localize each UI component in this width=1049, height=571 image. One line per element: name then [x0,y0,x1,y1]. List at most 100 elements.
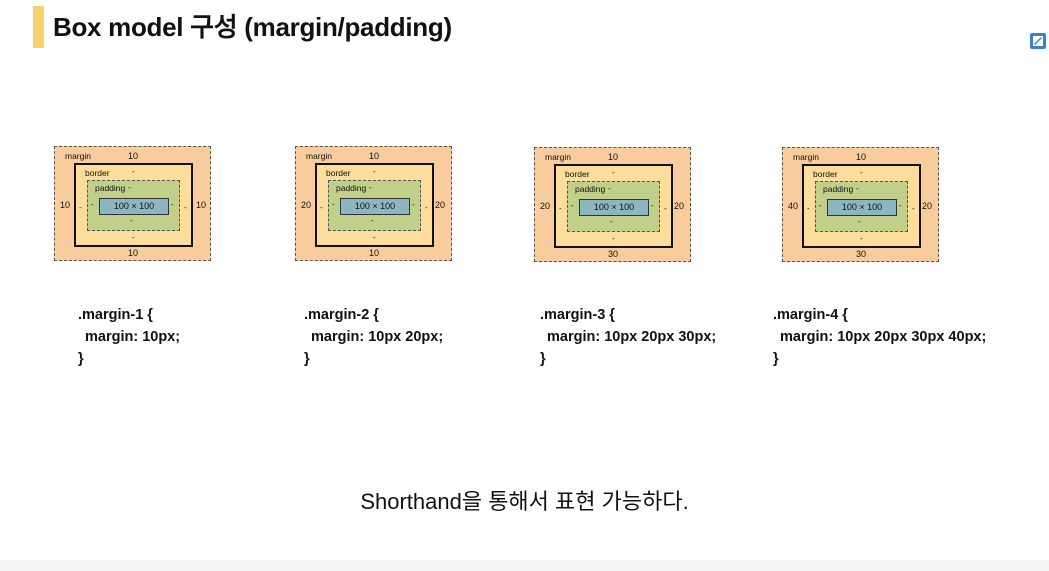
margin-right-value: 20 [435,200,446,210]
margin-left-value: 10 [60,200,71,210]
code-close: } [540,351,546,367]
box-model-diagram-1: margin 10 10 10 10 border - - - - paddin… [54,146,211,261]
slide-note-icon[interactable] [1029,32,1047,50]
margin-left-value: 40 [788,201,799,211]
border-bottom-value: - [860,234,863,243]
border-bottom-value: - [373,233,376,242]
padding-top-value: - [608,184,611,193]
border-left-value: - [320,203,323,212]
padding-bottom-value: - [858,217,861,226]
padding-left-value: - [91,200,94,209]
padding-top-value: - [369,183,372,192]
code-close: } [304,351,310,367]
code-selector: .margin-4 { [773,307,848,323]
margin-top-value: 10 [369,151,380,161]
border-bottom-value: - [132,233,135,242]
margin-area: margin 10 10 10 10 border - - - - paddin… [54,146,211,261]
padding-top-value: - [128,183,131,192]
border-left-value: - [807,204,810,213]
page-title: Box model 구성 (margin/padding) [53,12,452,42]
border-area: border - - - - padding - - - - 100 × 100 [74,163,193,247]
border-left-value: - [79,203,82,212]
padding-bottom-value: - [610,217,613,226]
margin-top-value: 10 [856,152,867,162]
margin-label: margin [793,152,819,162]
padding-top-value: - [856,184,859,193]
border-top-value: - [612,168,615,177]
code-selector: .margin-3 { [540,307,615,323]
margin-top-value: 10 [128,151,139,161]
border-label: border [85,168,110,178]
border-top-value: - [132,167,135,176]
margin-area: margin 10 20 20 10 border - - - - paddin… [295,146,452,261]
padding-area: padding - - - - 100 × 100 [87,180,180,231]
margin-area: margin 10 40 20 30 border - - - - paddin… [782,147,939,262]
code-rule: margin: 10px 20px; [311,329,444,345]
padding-area: padding - - - - 100 × 100 [815,181,908,232]
border-left-value: - [559,204,562,213]
padding-left-value: - [819,201,822,210]
code-close: } [78,351,84,367]
border-right-value: - [425,203,428,212]
padding-label: padding [95,183,126,193]
padding-right-value: - [651,201,654,210]
content-area: 100 × 100 [579,199,649,216]
margin-bottom-value: 30 [608,249,619,259]
code-rule: margin: 10px 20px 30px; [547,329,717,345]
border-label: border [813,169,838,179]
margin-left-value: 20 [540,201,551,211]
padding-bottom-value: - [130,216,133,225]
padding-left-value: - [332,200,335,209]
margin-bottom-value: 30 [856,249,867,259]
border-label: border [565,169,590,179]
padding-label: padding [575,184,606,194]
box-model-diagram-3: margin 10 20 20 30 border - - - - paddin… [534,147,691,262]
padding-area: padding - - - - 100 × 100 [567,181,660,232]
margin-left-value: 20 [301,200,312,210]
bottom-strip [0,560,1049,571]
border-right-value: - [184,203,187,212]
code-block-3: .margin-3 { margin: 10px 20px 30px; } [540,304,716,370]
padding-left-value: - [571,201,574,210]
margin-area: margin 10 20 20 30 border - - - - paddin… [534,147,691,262]
padding-right-value: - [171,200,174,209]
code-rule: margin: 10px 20px 30px 40px; [780,329,987,345]
margin-right-value: 20 [674,201,685,211]
content-area: 100 × 100 [340,198,410,215]
padding-label: padding [336,183,367,193]
code-rule: margin: 10px; [85,329,181,345]
code-selector: .margin-2 { [304,307,379,323]
margin-label: margin [545,152,571,162]
border-right-value: - [912,204,915,213]
box-model-diagram-2: margin 10 20 20 10 border - - - - paddin… [295,146,452,261]
code-block-4: .margin-4 { margin: 10px 20px 30px 40px;… [773,304,986,370]
margin-bottom-value: 10 [128,248,139,258]
code-block-2: .margin-2 { margin: 10px 20px; } [304,304,443,370]
margin-label: margin [65,151,91,161]
code-block-1: .margin-1 { margin: 10px; } [78,304,180,370]
padding-bottom-value: - [371,216,374,225]
border-area: border - - - - padding - - - - 100 × 100 [554,164,673,248]
footer-caption: Shorthand을 통해서 표현 가능하다. [360,489,689,514]
border-area: border - - - - padding - - - - 100 × 100 [802,164,921,248]
content-area: 100 × 100 [99,198,169,215]
border-bottom-value: - [612,234,615,243]
border-right-value: - [664,204,667,213]
border-area: border - - - - padding - - - - 100 × 100 [315,163,434,247]
margin-right-value: 20 [922,201,933,211]
code-selector: .margin-1 { [78,307,153,323]
border-top-value: - [860,168,863,177]
margin-top-value: 10 [608,152,619,162]
content-area: 100 × 100 [827,199,897,216]
margin-label: margin [306,151,332,161]
padding-area: padding - - - - 100 × 100 [328,180,421,231]
border-top-value: - [373,167,376,176]
code-close: } [773,351,779,367]
margin-right-value: 10 [196,200,207,210]
border-label: border [326,168,351,178]
margin-bottom-value: 10 [369,248,380,258]
padding-right-value: - [899,201,902,210]
box-model-diagram-4: margin 10 40 20 30 border - - - - paddin… [782,147,939,262]
padding-label: padding [823,184,854,194]
padding-right-value: - [412,200,415,209]
